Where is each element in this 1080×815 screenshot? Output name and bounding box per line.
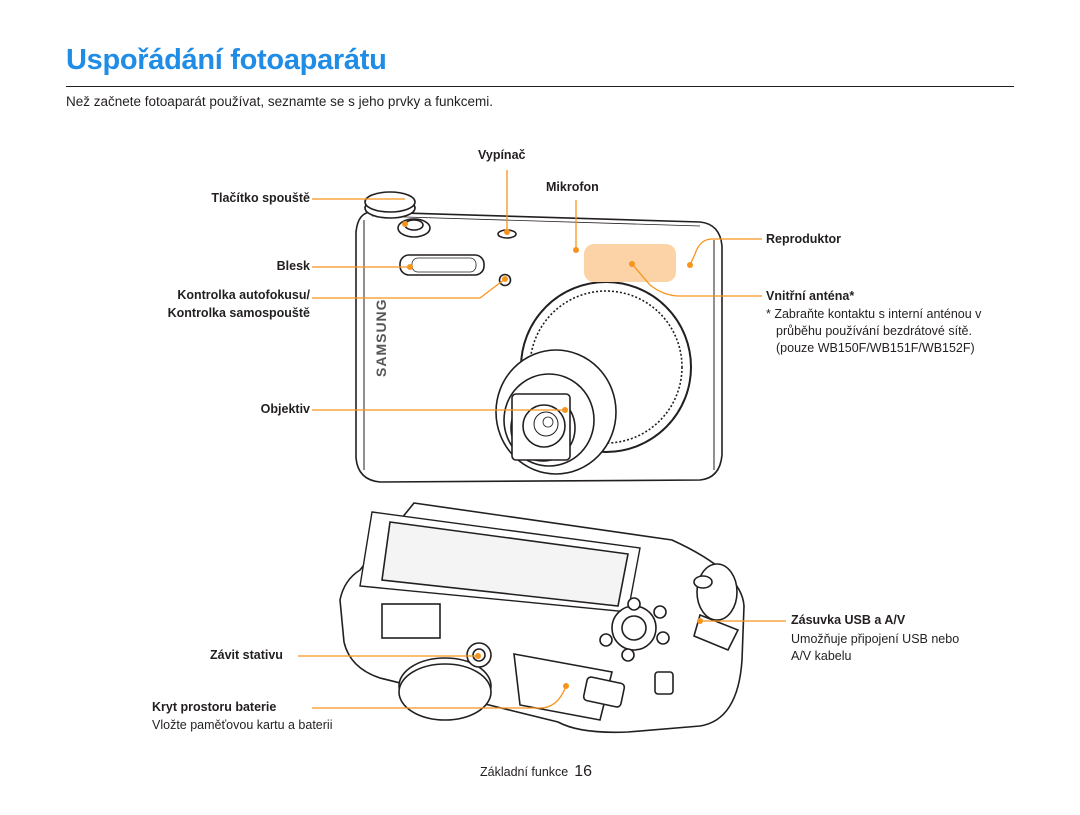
camera-back <box>339 502 745 734</box>
intro-text: Než začnete fotoaparát používat, seznamt… <box>66 94 493 109</box>
label-zavit: Závit stativu <box>210 648 283 662</box>
note-antena-3: (pouze WB150F/WB151F/WB152F) <box>776 341 975 355</box>
callout-dot <box>563 683 569 689</box>
label-kryt: Kryt prostoru baterie <box>152 700 277 714</box>
label-objektiv: Objektiv <box>260 402 310 416</box>
callout-dot <box>502 276 508 282</box>
camera-brand: SAMSUNG <box>373 298 389 377</box>
page-title: Uspořádání fotoaparátu <box>66 44 387 76</box>
label-kontrolka-samospouste: Kontrolka samospouště <box>167 306 310 320</box>
callout-dot <box>475 653 481 659</box>
label-mikrofon: Mikrofon <box>546 180 599 194</box>
callout-dot <box>504 229 510 235</box>
callout-dot <box>697 618 703 624</box>
callout-dot <box>629 261 635 267</box>
label-blesk: Blesk <box>276 259 310 273</box>
label-tlacitko-spouste: Tlačítko spouště <box>211 191 310 205</box>
label-vnitrni-antena: Vnitřní anténa* <box>766 289 855 303</box>
callout-dot <box>687 262 693 268</box>
note-kryt: Vložte paměťovou kartu a baterii <box>152 718 333 732</box>
callout-dot <box>573 247 579 253</box>
callout-dot <box>407 264 413 270</box>
title-divider <box>66 86 1014 87</box>
label-vypinac: Vypínač <box>478 148 526 162</box>
label-reproduktor: Reproduktor <box>766 232 841 246</box>
label-kontrolka-autofokusu: Kontrolka autofokusu/ <box>177 288 310 302</box>
camera-front <box>355 191 723 483</box>
callout-dot <box>402 221 408 227</box>
note-zasuvka-1: Umožňuje připojení USB nebo <box>791 632 960 646</box>
callout-dot <box>562 407 568 413</box>
callout-lines <box>298 170 786 709</box>
note-antena-1: * Zabraňte kontaktu s interní anténou v <box>766 307 982 321</box>
callout-dots <box>402 221 703 689</box>
footer-section: Základní funkce <box>480 765 569 779</box>
label-zasuvka: Zásuvka USB a A/V <box>791 613 906 627</box>
note-antena-2: průběhu používání bezdrátové sítě. <box>776 324 972 338</box>
note-zasuvka-2: A/V kabelu <box>791 649 852 663</box>
page-footer: Základní funkce 16 <box>480 763 592 781</box>
page-number: 16 <box>574 763 593 780</box>
